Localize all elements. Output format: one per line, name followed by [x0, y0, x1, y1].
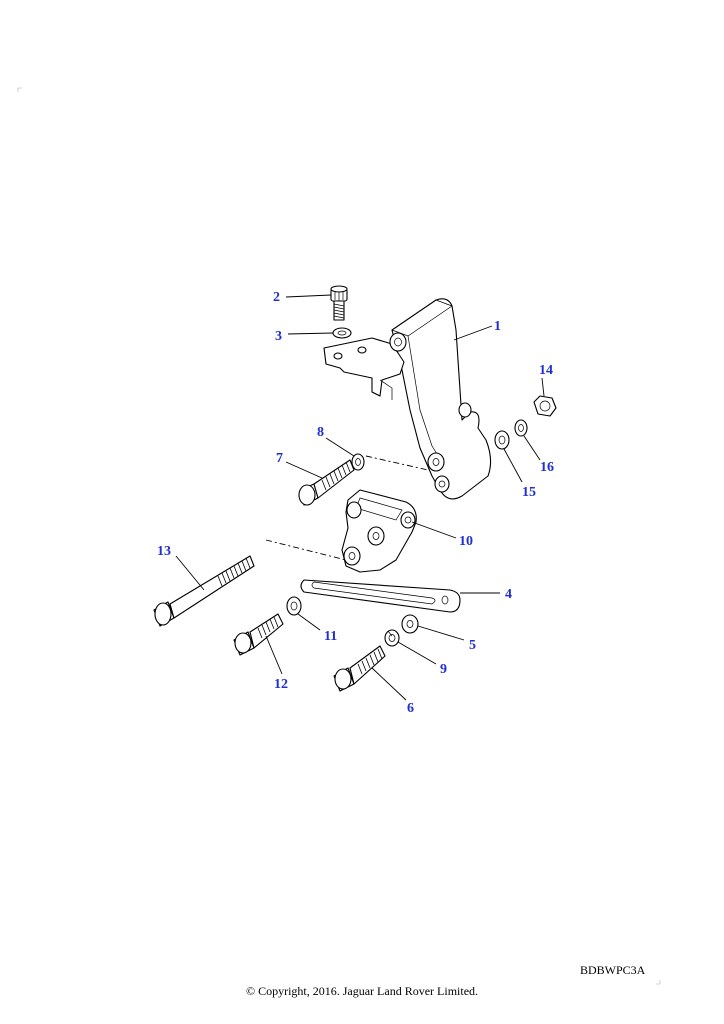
centre-line-upper — [365, 455, 429, 471]
callout-4: 4 — [505, 587, 512, 602]
callout-2: 2 — [273, 290, 280, 305]
callout-7: 7 — [276, 451, 283, 466]
centre-line-lower — [265, 539, 347, 561]
corner-mark-bottom-right — [656, 980, 661, 985]
part-12-bolt — [233, 613, 284, 656]
callout-10: 10 — [459, 534, 473, 549]
part-13-long-bolt — [153, 555, 255, 627]
part-5-washer — [401, 614, 419, 634]
callout-14: 14 — [539, 363, 553, 378]
callout-16: 16 — [540, 460, 554, 475]
part-16-spring-washer — [514, 419, 528, 437]
corner-mark-top-left — [17, 87, 22, 92]
drawing-code: BDBWPC3A — [580, 963, 646, 977]
part-8-washer — [351, 453, 365, 471]
callout-6: 6 — [407, 701, 414, 716]
part-11-washer — [286, 596, 302, 616]
callout-13: 13 — [157, 544, 171, 559]
callout-12: 12 — [274, 677, 288, 692]
part-4-adjusting-strap — [300, 579, 461, 613]
part-6-bolt — [333, 645, 386, 692]
copyright-notice: © Copyright, 2016. Jaguar Land Rover Lim… — [245, 984, 479, 998]
part-3-washer — [332, 327, 352, 339]
callout-9: 9 — [440, 662, 447, 677]
callout-8: 8 — [317, 425, 324, 440]
part-2-cap-screw — [330, 285, 348, 321]
part-7-bolt — [298, 459, 355, 506]
part-14-nut — [533, 395, 557, 417]
part-1-mounting-bracket — [323, 298, 492, 500]
part-15-washer — [494, 430, 510, 450]
part-9-spring-washer — [384, 629, 400, 647]
callout-1: 1 — [494, 319, 501, 334]
callout-11: 11 — [324, 629, 337, 644]
part-10-link-bracket — [341, 489, 417, 573]
callout-15: 15 — [522, 485, 536, 500]
callout-3: 3 — [275, 329, 282, 344]
leader-lines — [175, 294, 545, 701]
callout-5: 5 — [469, 638, 476, 653]
